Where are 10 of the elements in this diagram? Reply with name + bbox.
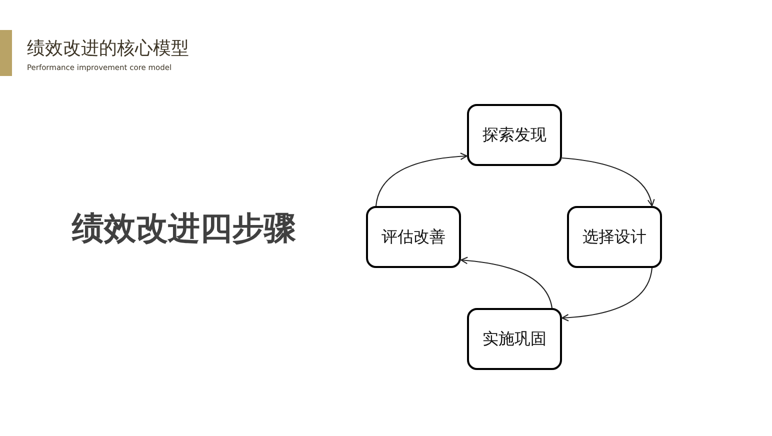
arrow	[562, 157, 654, 207]
heading: 绩效改进四步骤	[72, 208, 296, 249]
arrow	[561, 268, 653, 322]
title: 绩效改进的核心模型	[27, 37, 189, 60]
arrow	[460, 256, 553, 308]
step-box: 评估改善	[366, 206, 461, 268]
step-box: 探索发现	[467, 104, 562, 166]
arrow	[375, 152, 468, 206]
step-box: 实施巩固	[467, 308, 562, 370]
step-box: 选择设计	[567, 206, 662, 268]
